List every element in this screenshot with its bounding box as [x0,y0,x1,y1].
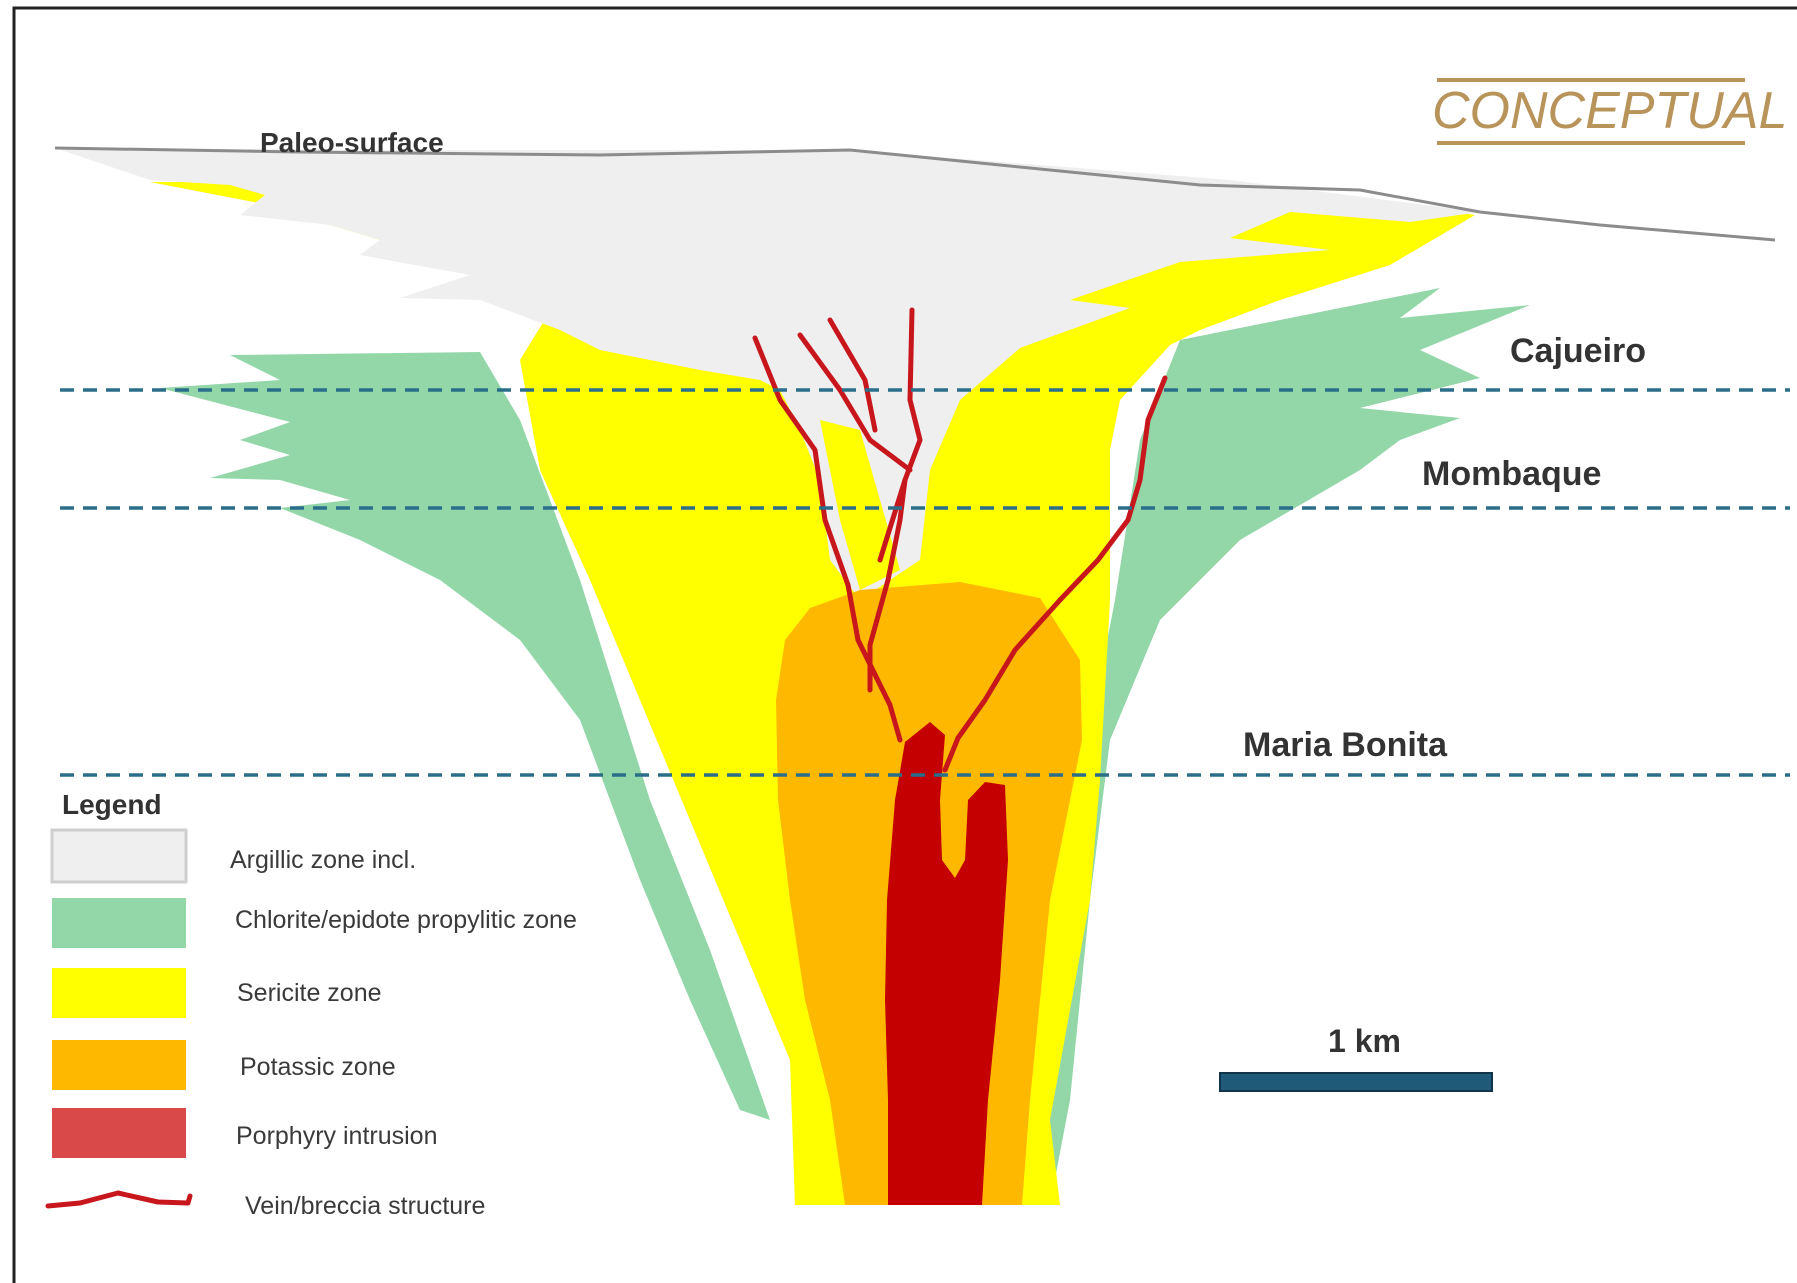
legend-label-vein: Vein/breccia structure [245,1192,485,1220]
legend-label-sericite: Sericite zone [237,979,382,1007]
legend-label-porphyry: Porphyry intrusion [236,1122,437,1150]
cajueiro-label: Cajueiro [1510,332,1646,370]
legend-swatch-propylitic [52,898,186,948]
legend-label-argillic: Argillic zone incl. [230,846,416,874]
scale-bar-rect [1220,1073,1492,1091]
legend-swatch-vein [48,1193,190,1206]
maria-bonita-label: Maria Bonita [1243,726,1448,764]
legend-label-propylitic: Chlorite/epidote propylitic zone [235,906,577,934]
legend: Legend Argillic zone incl. Chlorite/epid… [48,789,577,1220]
mombaque-label: Mombaque [1422,455,1601,493]
legend-title: Legend [62,789,162,820]
legend-swatch-argillic [52,830,186,882]
legend-swatch-sericite [52,968,186,1018]
legend-swatch-porphyry [52,1108,186,1158]
legend-swatch-potassic [52,1040,186,1090]
conceptual-stamp: CONCEPTUAL [1432,80,1787,143]
legend-label-potassic: Potassic zone [240,1053,396,1081]
scale-bar-label: 1 km [1328,1023,1401,1059]
paleo-surface-label: Paleo-surface [260,127,444,158]
scale-bar: 1 km [1220,1023,1492,1091]
stamp-text: CONCEPTUAL [1432,82,1787,140]
